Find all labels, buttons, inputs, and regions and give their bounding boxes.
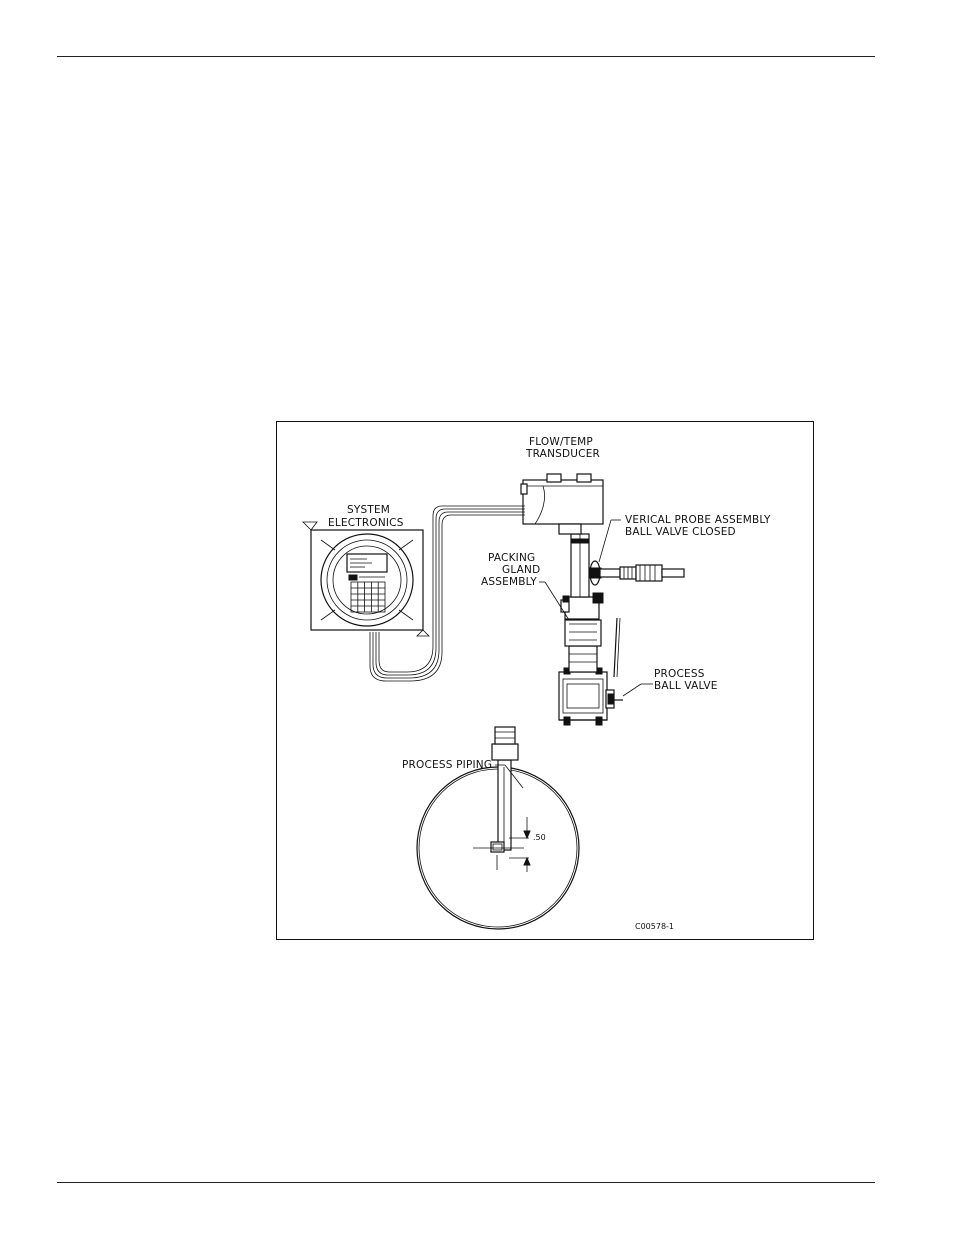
label-piping: PROCESS PIPING [402,759,492,771]
label-valve-line2: BALL VALVE [654,680,718,692]
label-gland-line2: GLAND [502,564,540,576]
label-probe-line2: BALL VALVE CLOSED [625,526,736,538]
header-rule [57,56,875,57]
label-transducer-line1: FLOW/TEMP [529,436,593,448]
figure-frame: .50 [276,421,814,940]
label-transducer-line2: TRANSDUCER [525,448,600,460]
footer-rule [57,1182,875,1183]
label-valve-line1: PROCESS [654,668,705,680]
packing-gland [561,593,603,672]
dimension-label: .50 [533,833,546,842]
label-probe-line1: VERICAL PROBE ASSEMBLY [625,514,771,526]
installation-diagram: .50 [277,422,815,941]
system-electronics [303,522,429,636]
label-gland-line3: ASSEMBLY [481,576,537,588]
label-gland-line1: PACKING [488,552,535,564]
label-electronics-line1: SYSTEM [347,504,390,516]
probe-stem [498,760,511,850]
label-electronics-line2: ELECTRONICS [328,517,404,529]
flow-temp-transducer [521,474,603,534]
drawing-number: C00578-1 [635,922,674,931]
vertical-probe-assembly [589,561,684,585]
